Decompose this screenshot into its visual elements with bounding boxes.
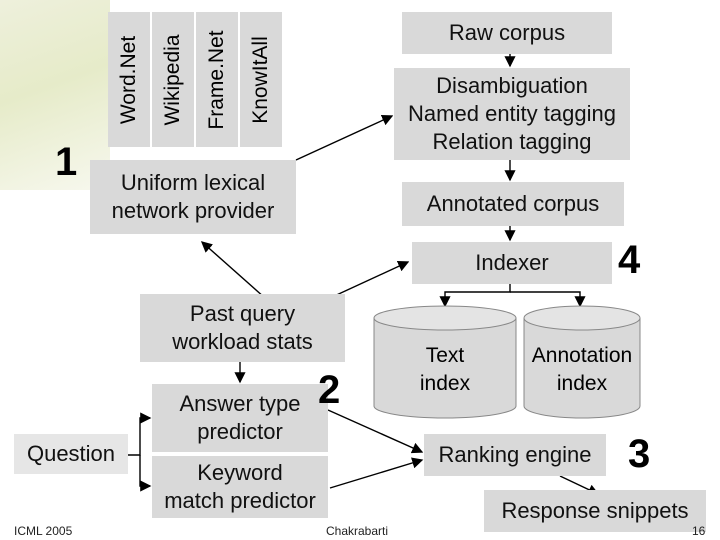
source-label: KnowItAll: [249, 35, 272, 124]
box-line: Annotation: [531, 344, 633, 367]
step-number-2: 2: [318, 368, 341, 412]
box-line: Past query: [189, 301, 296, 326]
source-label: Word.Net: [117, 35, 140, 124]
keyword-match-predictor-box: Keyword match predictor: [152, 456, 328, 518]
footer-page-number: 16: [692, 524, 706, 538]
uniform-lexical-network-box: Uniform lexical network provider: [90, 160, 296, 234]
source-tab-framenet: Frame.Net: [196, 12, 238, 147]
box-line: Disambiguation: [436, 73, 588, 98]
source-label: Frame.Net: [205, 29, 228, 130]
annotation-index-cylinder: [523, 305, 641, 419]
arrow-uniform-to-indexer: [329, 261, 410, 299]
text-index-label: Text index: [374, 342, 516, 398]
source-tab-wikipedia: Wikipedia: [152, 12, 194, 147]
arrow-uniform-to-disambiguation: [295, 114, 394, 161]
past-query-workload-box: Past query workload stats: [140, 294, 345, 362]
step-number-4: 4: [618, 238, 641, 282]
box-line: Text: [425, 344, 465, 367]
raw-corpus-box: Raw corpus: [402, 12, 612, 54]
arrow-keyword-to-ranking: [329, 457, 424, 489]
box-line: network provider: [111, 198, 275, 223]
step-number-1: 1: [55, 140, 78, 184]
box-line: Relation tagging: [432, 129, 592, 154]
source-label: Wikipedia: [161, 33, 184, 126]
arrow-question-to-keyword: [139, 455, 152, 492]
text-index-cylinder: [373, 305, 517, 419]
question-box: Question: [14, 434, 128, 474]
footer-author: Chakrabarti: [326, 524, 389, 538]
arrow-keyword-to-uniform: [200, 241, 266, 299]
box-line: workload stats: [172, 329, 313, 354]
indexer-box: Indexer: [412, 242, 612, 284]
arrow-indexer-to-text-index: [439, 284, 511, 308]
leaf-background: [0, 0, 110, 190]
source-tab-knowitall: KnowItAll: [240, 12, 282, 147]
ranking-engine-box: Ranking engine: [424, 434, 606, 476]
box-line: Named entity tagging: [408, 101, 616, 126]
source-tab-wordnet: Word.Net: [108, 12, 150, 147]
box-line: match predictor: [164, 488, 316, 513]
footer-conference: ICML 2005: [14, 524, 73, 538]
step-number-3: 3: [628, 432, 651, 476]
answer-type-predictor-box: Answer type predictor: [152, 384, 328, 452]
box-line: Keyword: [197, 460, 283, 485]
arrow-question-to-predictors: [128, 412, 152, 456]
box-line: index: [556, 372, 608, 395]
annotation-index-label: Annotation index: [516, 342, 648, 398]
response-snippets-box: Response snippets: [484, 490, 706, 532]
arrow-answertype-to-ranking: [327, 409, 424, 454]
box-line: Uniform lexical: [120, 170, 266, 195]
box-line: predictor: [197, 419, 283, 444]
arrow-indexer-to-annotation-index: [510, 291, 586, 308]
box-line: index: [419, 372, 471, 395]
disambiguation-box: Disambiguation Named entity tagging Rela…: [394, 68, 630, 160]
annotated-corpus-box: Annotated corpus: [402, 182, 624, 226]
box-line: Answer type: [179, 391, 301, 416]
